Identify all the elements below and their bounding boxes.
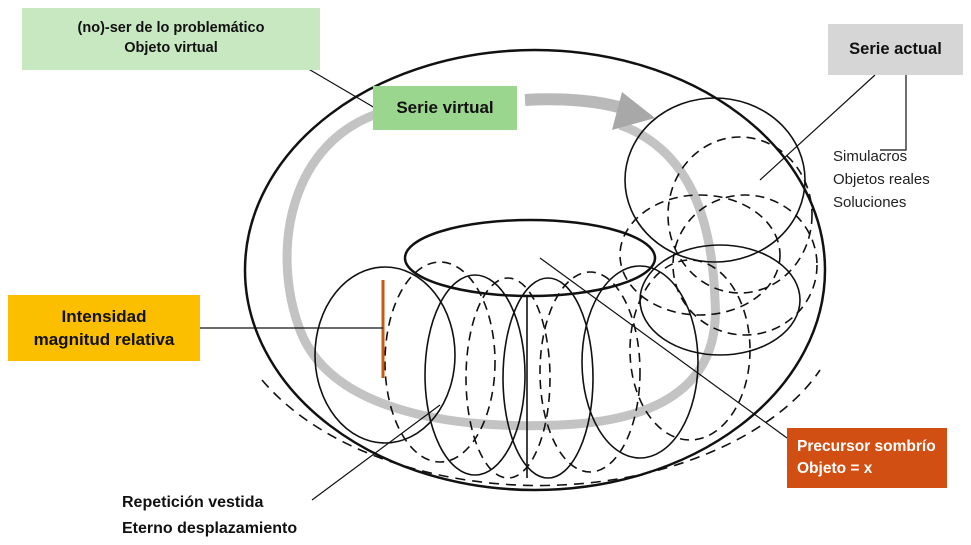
front-section-ellipse xyxy=(581,265,699,459)
actual-item: Objetos reales xyxy=(833,171,930,188)
leader-precursor xyxy=(539,257,788,439)
precursor-line1: Precursor sombrío xyxy=(797,438,936,455)
leader-lines xyxy=(200,63,907,501)
leader-noser xyxy=(299,63,376,109)
torus-lower-belt xyxy=(261,369,821,487)
front-section-ellipse xyxy=(539,271,641,473)
front-section-ellipse xyxy=(314,266,456,444)
front-section-circles xyxy=(314,259,751,479)
front-section-ellipse xyxy=(465,277,551,479)
front-section-ellipse xyxy=(384,261,496,463)
serie-virtual-label: Serie virtual xyxy=(373,86,517,130)
leader-repeticion xyxy=(311,404,441,501)
front-section-ellipse xyxy=(502,277,594,479)
actual-item: Simulacros xyxy=(833,148,908,165)
actual-items-list: Simulacros Objetos reales Soluciones xyxy=(833,145,930,214)
intensidad-line2: magnitud relativa xyxy=(33,330,175,349)
repeticion-line1: Repetición vestida xyxy=(122,494,264,511)
noser-line1: (no)-ser de lo problemático xyxy=(77,20,265,36)
precursor-line2: Objeto = x xyxy=(797,460,873,477)
right-section-circle xyxy=(667,136,813,294)
torus-inner-hole xyxy=(403,218,657,298)
leader-serie-actual xyxy=(759,74,876,181)
intensidad-label-box: Intensidad magnitud relativa xyxy=(8,295,200,361)
repeticion-line2: Eterno desplazamiento xyxy=(122,520,298,537)
leader-actual-list xyxy=(880,75,907,151)
noser-label-box: (no)-ser de lo problemático Objeto virtu… xyxy=(22,8,320,70)
actual-item: Soluciones xyxy=(833,194,907,211)
circulation-arrow-path xyxy=(282,107,720,431)
intensidad-line1: Intensidad xyxy=(61,307,147,326)
front-section-ellipse xyxy=(629,259,751,441)
noser-line2: Objeto virtual xyxy=(124,40,218,56)
right-section-circle xyxy=(624,97,806,263)
front-section-ellipse xyxy=(424,274,526,476)
precursor-label-box: Precursor sombrío Objeto = x xyxy=(787,428,947,488)
serie-actual-label: Serie actual xyxy=(828,24,963,75)
right-section-circles xyxy=(619,97,818,356)
repeticion-label: Repetición vestida Eterno desplazamiento xyxy=(122,490,297,542)
torus-outer-outline xyxy=(243,48,827,492)
circulation-arrow-top xyxy=(524,93,631,116)
right-section-circle xyxy=(672,194,818,336)
right-section-circle xyxy=(619,194,781,316)
circulation-arrowhead-icon xyxy=(612,92,655,130)
